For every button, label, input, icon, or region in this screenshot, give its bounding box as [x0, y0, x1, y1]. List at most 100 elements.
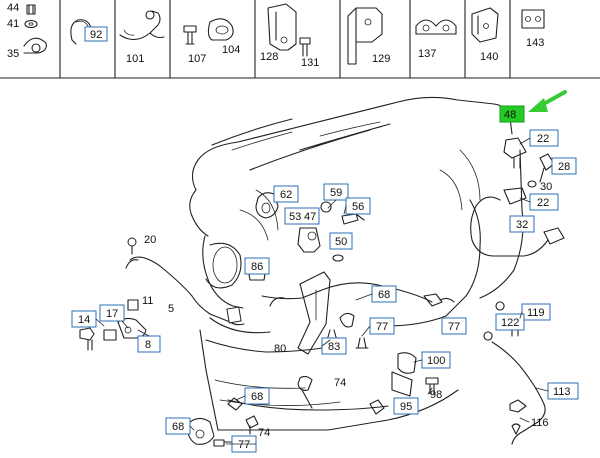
part-label: 113	[553, 386, 571, 398]
header-cell-129[interactable]: 129	[347, 7, 390, 65]
part-label-30[interactable]: 30	[540, 181, 552, 193]
sensor-cable-right	[470, 196, 549, 257]
callout-77-center[interactable]: 77	[369, 317, 395, 335]
part-label: 28	[558, 161, 570, 173]
part-label: 86	[251, 261, 263, 273]
valve-cover-outline	[197, 96, 513, 161]
callout-14[interactable]: 14	[71, 310, 97, 328]
bracket-clamp-icon	[119, 10, 165, 41]
part-label-20[interactable]: 20	[144, 234, 156, 246]
knock-sensor-part	[187, 417, 215, 445]
callout-box	[393, 397, 419, 415]
callout-86[interactable]: 86	[244, 257, 270, 275]
callout-119[interactable]: 119	[521, 303, 551, 321]
part-label: 119	[527, 307, 545, 319]
header-cell-92[interactable]: 92	[70, 19, 108, 45]
part-label: 17	[106, 308, 118, 320]
header-cell-101[interactable]: 101	[119, 10, 165, 65]
callout-77-right[interactable]: 77	[441, 317, 467, 335]
part-label: 92	[90, 29, 102, 41]
callout-68-mid[interactable]: 68	[371, 285, 397, 303]
part-label: 68	[251, 391, 263, 403]
wiring-harness-lower	[227, 399, 389, 411]
part-label: 32	[516, 219, 528, 231]
arrow-icon	[528, 90, 567, 112]
leader-lines	[95, 137, 549, 445]
part-label-116[interactable]: 116	[531, 417, 549, 429]
part-label: 101	[126, 53, 144, 65]
callout-68-lower[interactable]: 68	[244, 387, 270, 405]
part-label-80[interactable]: 80	[274, 343, 286, 355]
callout-22-top[interactable]: 22	[529, 129, 559, 147]
callout-22-mid[interactable]: 22	[529, 193, 559, 211]
sensor-part	[297, 227, 321, 253]
part-label: 77	[376, 321, 388, 333]
callout-box	[551, 157, 577, 175]
highlighted-callout[interactable]: 48	[499, 105, 525, 123]
callout-box	[509, 215, 535, 233]
callout-17[interactable]: 17	[99, 304, 125, 322]
timing-cover	[202, 235, 244, 309]
part-label: 47	[304, 211, 316, 223]
header-cell-143[interactable]: 143	[521, 9, 545, 49]
callout-95[interactable]: 95	[393, 397, 419, 415]
part-label: 41	[7, 18, 19, 30]
callout-113[interactable]: 113	[547, 382, 579, 400]
callout-59[interactable]: 59	[323, 183, 349, 201]
part-label: 22	[537, 133, 549, 145]
header-cell-107-104[interactable]: 107 104	[183, 18, 240, 65]
callout-box	[495, 313, 525, 331]
part-label: 77	[448, 321, 460, 333]
sensor-part	[503, 137, 527, 159]
header-cell-small-parts[interactable]: 44 41 35	[7, 2, 47, 60]
callout-100[interactable]: 100	[421, 351, 451, 369]
part-label: 59	[330, 187, 342, 199]
header-cell-137[interactable]: 137	[415, 19, 457, 60]
washer-part	[527, 180, 537, 188]
callout-56[interactable]: 56	[345, 197, 371, 215]
callout-50[interactable]: 50	[329, 232, 353, 250]
header-cell-140[interactable]: 140	[471, 7, 499, 63]
part-label: 77	[238, 439, 250, 451]
part-label-98[interactable]: 98	[430, 389, 442, 401]
relay-part	[397, 352, 417, 374]
wiring-harness-center	[261, 282, 433, 303]
callout-28[interactable]: 28	[551, 157, 577, 175]
callout-83[interactable]: 83	[321, 337, 347, 355]
part-label: 143	[526, 37, 544, 49]
callout-53-47[interactable]: 53 47	[284, 207, 320, 225]
header-cell-128-131[interactable]: 128 131	[260, 3, 319, 69]
callout-box	[84, 26, 108, 42]
bolt-part	[425, 377, 439, 395]
part-label-74[interactable]: 74	[334, 377, 346, 389]
connector-part	[339, 312, 355, 328]
callout-62[interactable]: 62	[273, 185, 299, 203]
bolt-icon	[183, 25, 197, 45]
part-label-11[interactable]: 11	[142, 295, 153, 307]
callout-122[interactable]: 122	[495, 313, 525, 331]
part-label: 95	[400, 401, 412, 413]
plate-icon	[521, 9, 545, 29]
center-bracket	[297, 271, 331, 355]
ground-strap	[491, 341, 546, 445]
wiring-harness-left	[129, 256, 245, 326]
connector-part	[503, 187, 527, 205]
part-label: 68	[378, 289, 390, 301]
callout-32[interactable]: 32	[509, 215, 535, 233]
block-right-side	[385, 199, 481, 327]
part-label: 137	[418, 48, 436, 60]
connector-part	[543, 227, 565, 245]
callout-box	[329, 232, 353, 250]
part-label-5[interactable]: 5	[168, 303, 174, 315]
callout-68-bottom[interactable]: 68	[165, 417, 191, 435]
part-label: 131	[301, 57, 319, 69]
connector-part	[297, 375, 313, 391]
callout-8[interactable]: 8	[137, 335, 161, 353]
part-label: 107	[188, 53, 206, 65]
callout-box	[244, 257, 270, 275]
bolt-icon	[299, 37, 311, 57]
part-label-74-bottom[interactable]: 74	[258, 427, 270, 439]
hose-clamp-icon	[207, 18, 234, 41]
part-label: 83	[328, 341, 340, 353]
